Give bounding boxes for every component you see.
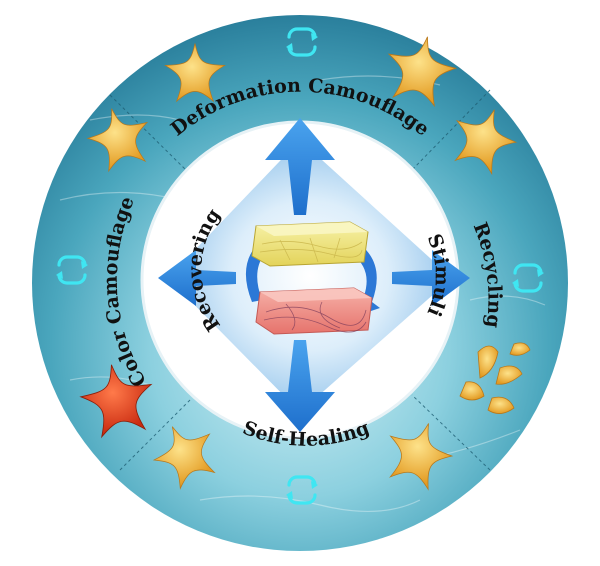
red-block — [255, 287, 373, 335]
starfish-fragments-icon — [459, 342, 531, 414]
center-glow — [168, 140, 452, 412]
stimuli-arrow-icon — [346, 238, 380, 316]
arrow-right-icon — [392, 250, 470, 306]
direction-arrows — [158, 118, 470, 432]
arrow-left-icon — [158, 250, 236, 306]
sector-dividers — [109, 89, 491, 471]
yellow-block — [251, 221, 369, 267]
arrow-up-icon — [265, 118, 335, 215]
arrow-down-icon — [265, 340, 335, 432]
